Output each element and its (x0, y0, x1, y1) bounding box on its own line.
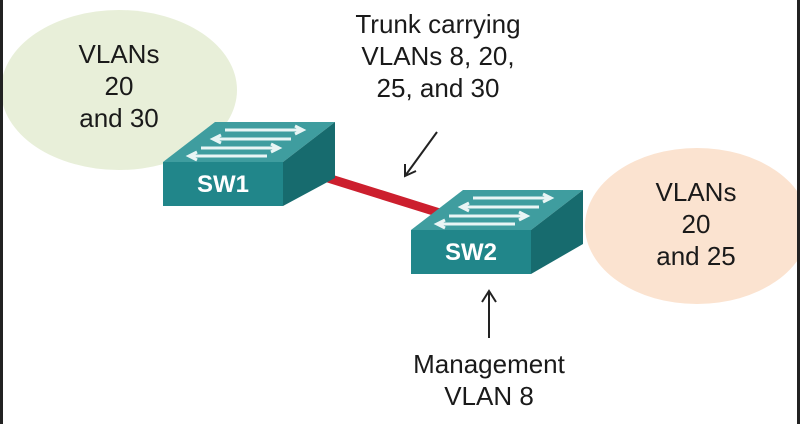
vlan-group-right-ellipse (585, 148, 797, 304)
management-annotation-line1: Management (413, 349, 565, 379)
sw1-switch-icon[interactable]: SW1 (163, 122, 335, 206)
trunk-link (310, 169, 448, 219)
sw1-arrows-icon (185, 124, 307, 162)
sw2-side-face (531, 190, 583, 274)
trunk-annotation-line3: 25, and 30 (376, 73, 500, 103)
management-annotation-line2: VLAN 8 (444, 381, 534, 411)
trunk-annotation-line1: Trunk carrying (355, 9, 521, 39)
sw1-front-face (163, 162, 283, 206)
trunk-annotation: Trunk carrying VLANs 8, 20, 25, and 30 (333, 8, 543, 104)
network-diagram: SW1 SW2 (3, 10, 797, 338)
sw2-top-face (411, 190, 583, 230)
vlan-group-left-line1: VLANs (78, 39, 160, 69)
vlan-group-right-line2: 20 (681, 209, 711, 239)
sw2-label: SW2 (445, 239, 497, 266)
sw1-top-face (163, 122, 335, 162)
vlan-group-left-ellipse (3, 10, 237, 170)
vlan-group-left-label: VLANs 20 and 30 (59, 38, 179, 134)
trunk-annotation-arrow-icon (404, 131, 438, 178)
sw2-front-face (411, 230, 531, 274)
sw1-label: SW1 (197, 171, 249, 198)
vlan-group-left-line3: and 30 (79, 103, 159, 133)
trunk-annotation-line2: VLANs 8, 20, (361, 41, 515, 71)
management-annotation-arrow-icon (481, 289, 497, 338)
vlan-group-right-line1: VLANs (655, 177, 737, 207)
vlan-group-left-line2: 20 (104, 71, 134, 101)
management-annotation: Management VLAN 8 (391, 348, 587, 412)
sw1-side-face (283, 122, 335, 206)
sw2-switch-icon[interactable]: SW2 (411, 190, 583, 274)
vlan-group-right-line3: and 25 (656, 241, 736, 271)
sw2-arrows-icon (433, 192, 555, 230)
vlan-group-right-label: VLANs 20 and 25 (631, 176, 761, 272)
